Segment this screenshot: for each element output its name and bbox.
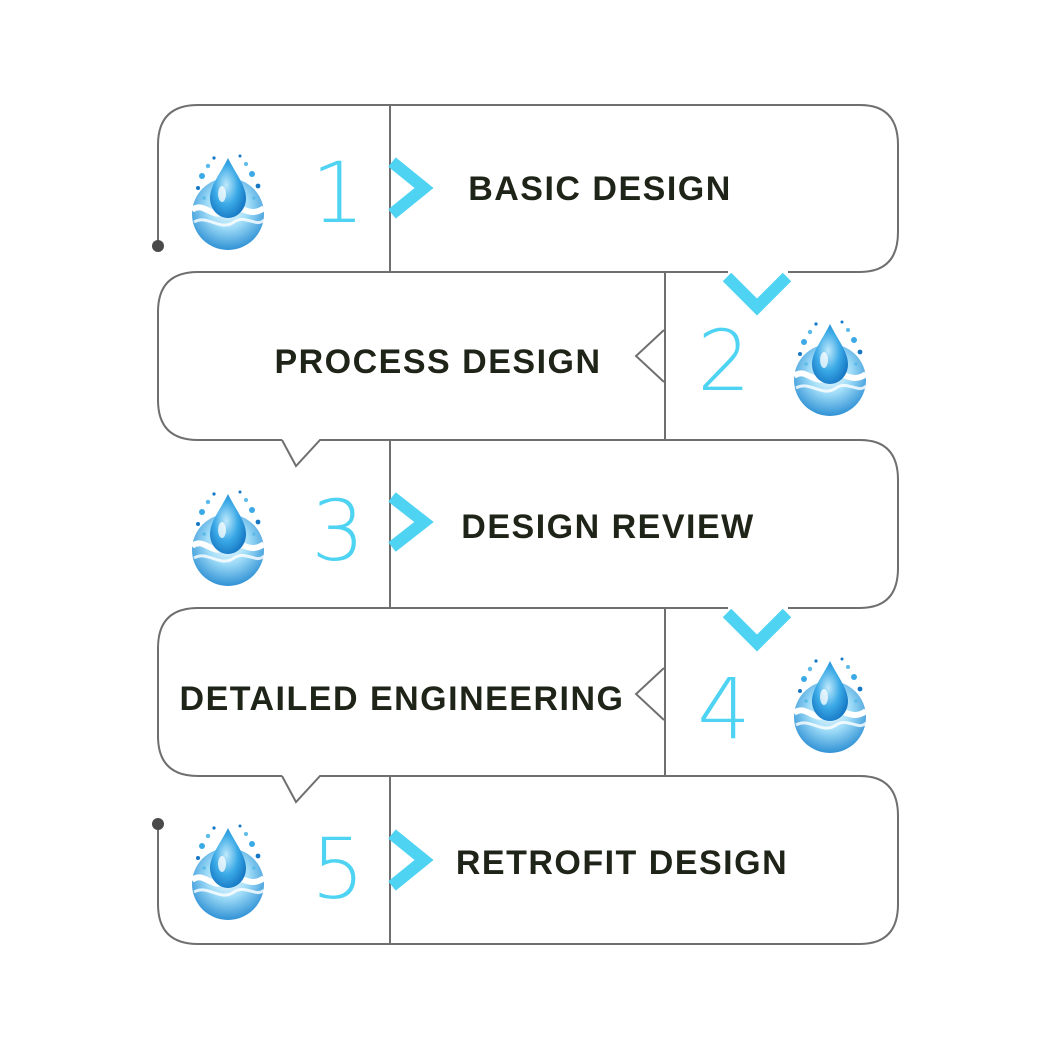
step-4-box [157, 607, 728, 777]
chevron-right-icon [388, 492, 434, 552]
step-5-label: RETROFIT DESIGN [456, 844, 788, 882]
chevron-right-icon [388, 829, 434, 891]
step-4-number: 4 [697, 660, 750, 758]
water-drop-icon [794, 321, 866, 417]
step-1-number: 1 [311, 144, 364, 242]
step-5-number: 5 [311, 820, 364, 918]
step-3: 3 DESIGN REVIEW [192, 439, 899, 609]
step-2-label: PROCESS DESIGN [274, 343, 601, 381]
step-5: 5 RETROFIT DESIGN [152, 775, 899, 945]
chevron-left-icon [634, 329, 665, 383]
water-drop-icon [192, 491, 264, 587]
step-2-box [157, 271, 728, 441]
chevron-down-icon [722, 272, 792, 316]
step-1-box [157, 104, 899, 273]
chevron-right-icon [388, 157, 434, 219]
water-drop-icon [794, 658, 866, 754]
step-3-box [281, 439, 899, 609]
end-dot [152, 818, 164, 830]
step-2-number: 2 [697, 312, 750, 410]
start-dot [152, 240, 164, 252]
step-1: 1 BASIC DESIGN [152, 104, 899, 273]
chevron-down-icon [722, 608, 792, 652]
water-drop-icon [192, 155, 264, 251]
step-3-number: 3 [311, 482, 364, 580]
step-2: PROCESS DESIGN 2 [157, 271, 866, 441]
step-5-box [157, 775, 899, 945]
water-drop-icon [192, 825, 264, 921]
step-4-label: DETAILED ENGINEERING [180, 680, 625, 718]
step-3-label: DESIGN REVIEW [461, 508, 754, 546]
step-4: DETAILED ENGINEERING 4 [157, 607, 866, 777]
step-1-label: BASIC DESIGN [468, 170, 732, 208]
chevron-left-icon [634, 667, 665, 721]
